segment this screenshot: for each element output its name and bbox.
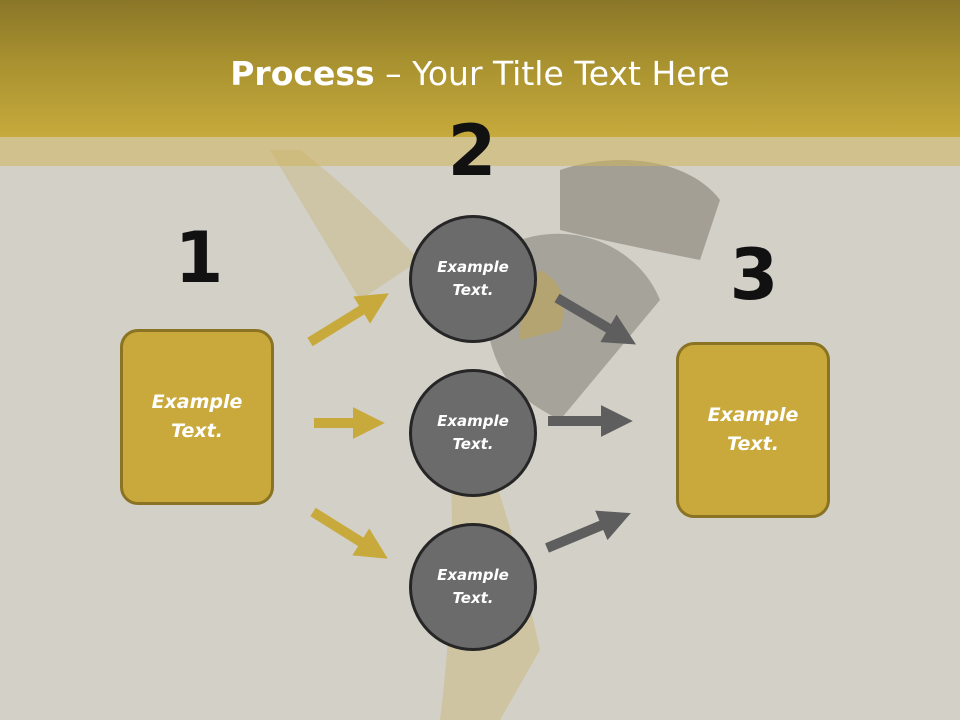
circle-top: Example Text. <box>409 215 537 343</box>
arrow-left-to-top <box>307 293 389 347</box>
step-number-2: 2 <box>447 110 497 192</box>
arrow-top-to-right <box>554 293 637 345</box>
step-number-1: 1 <box>174 217 224 299</box>
right-box: Example Text. <box>676 342 830 518</box>
step-number-3: 3 <box>729 234 779 316</box>
title-bold: Process <box>230 54 375 93</box>
title-bar-strip <box>0 137 960 166</box>
circle-bottom-text: Example Text. <box>437 566 509 607</box>
circle-middle: Example Text. <box>409 369 537 497</box>
left-box: Example Text. <box>120 329 274 505</box>
circle-bottom: Example Text. <box>409 523 537 651</box>
circle-middle-text: Example Text. <box>437 412 509 453</box>
circle-top-text: Example Text. <box>437 258 509 299</box>
slide-title: Process – Your Title Text Here <box>0 52 960 96</box>
title-rest: – Your Title Text Here <box>374 54 730 93</box>
right-box-text: Example Text. <box>707 404 799 455</box>
arrow-left-to-bottom <box>310 507 388 559</box>
left-box-text: Example Text. <box>151 391 243 442</box>
title-bar <box>0 0 960 137</box>
arrow-bottom-to-right <box>545 510 631 553</box>
